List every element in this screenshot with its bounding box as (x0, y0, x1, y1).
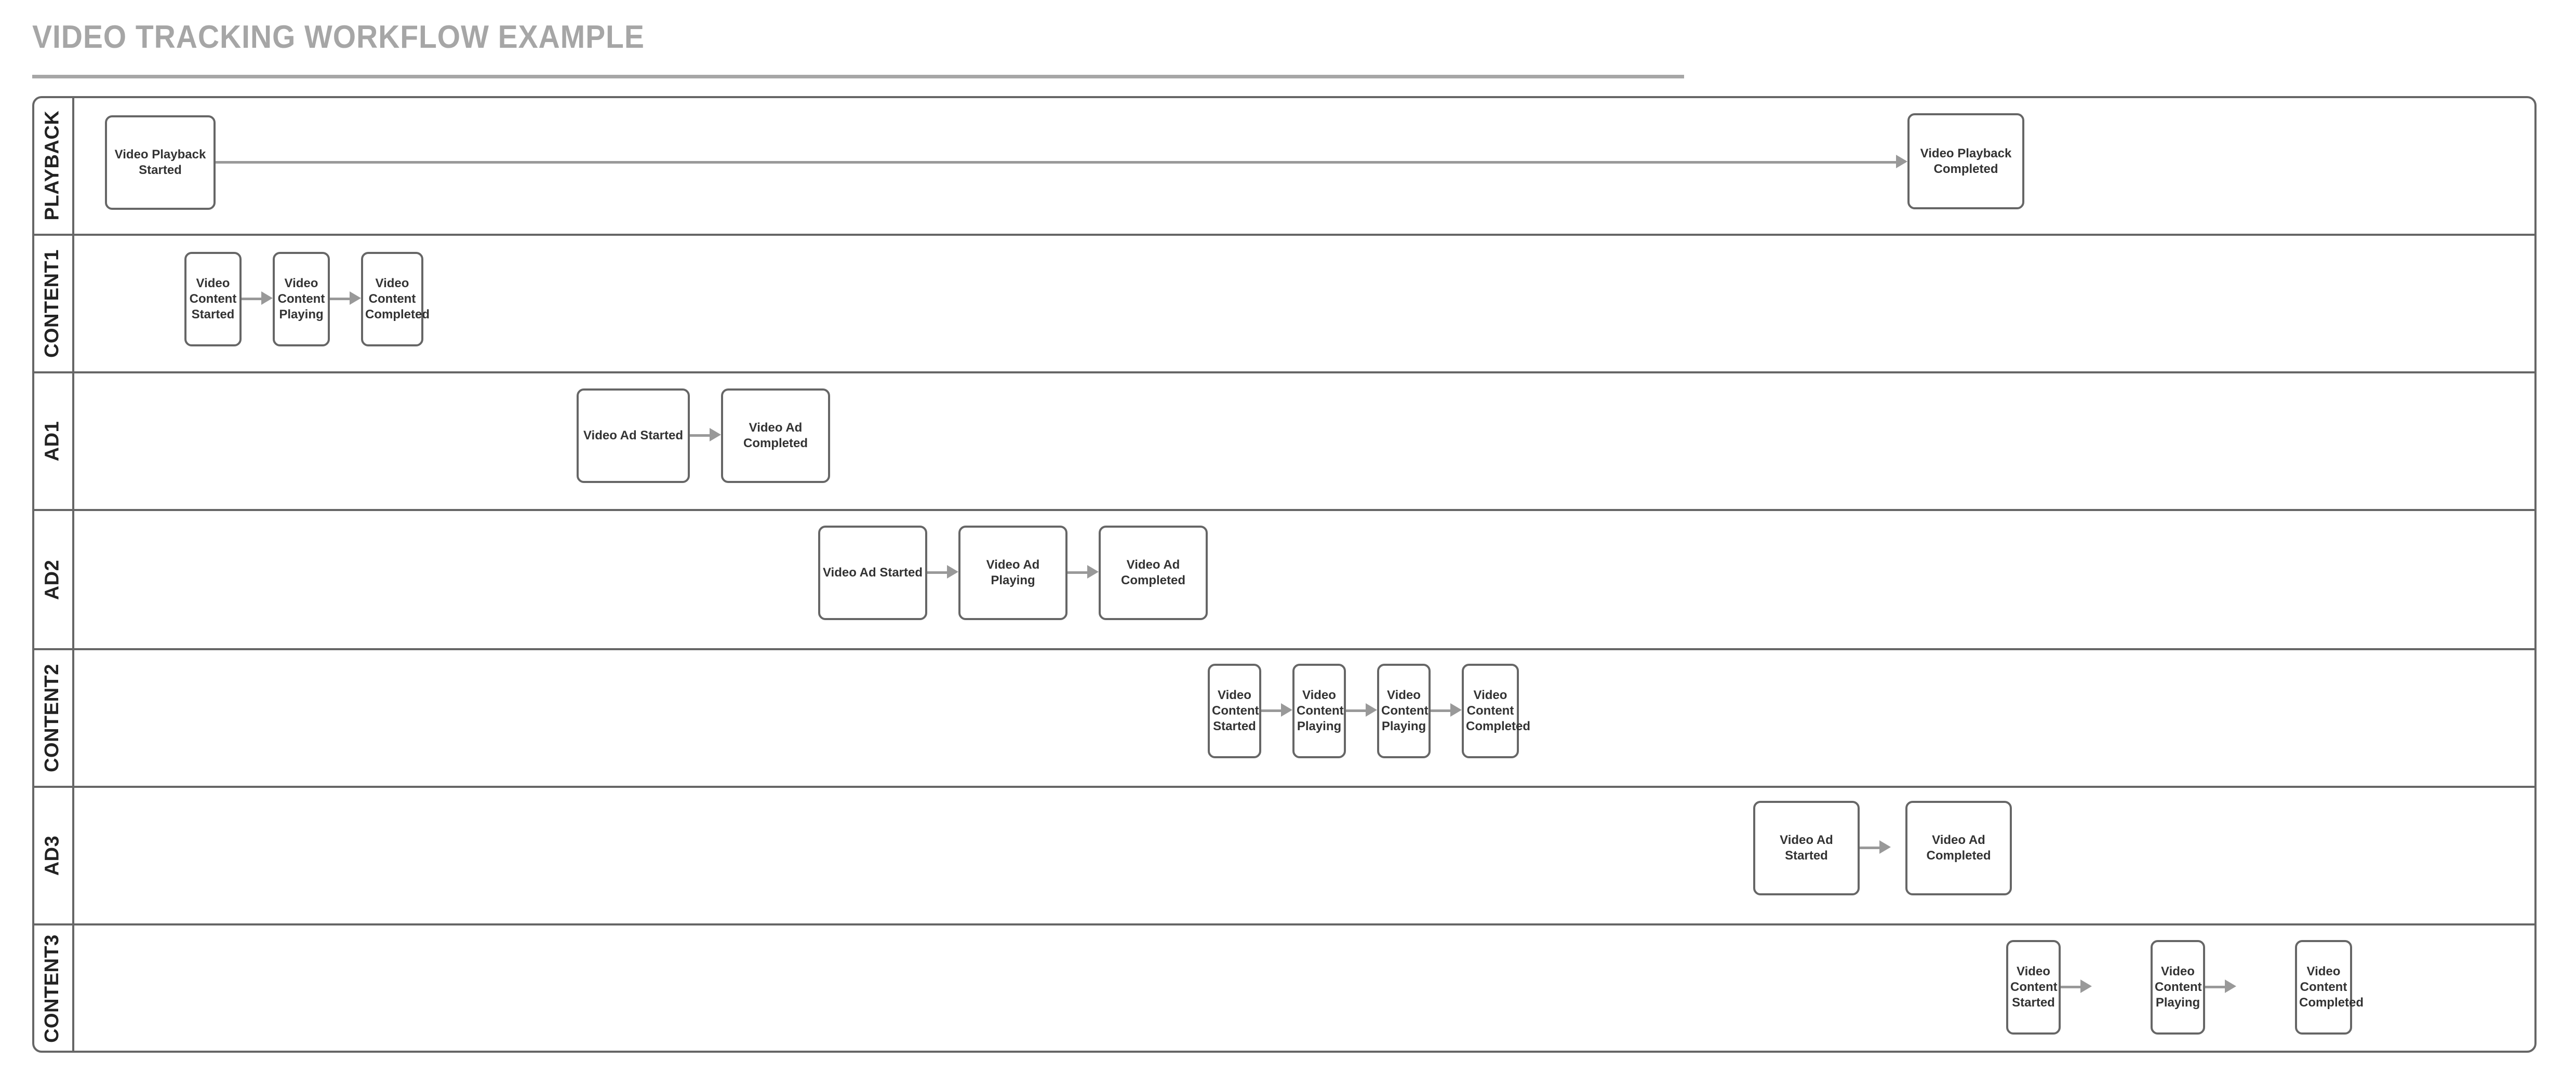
arrowhead-ad2-1 (947, 565, 958, 579)
arrowhead-content2-1 (1281, 703, 1292, 717)
lane-divider-2 (32, 371, 2537, 373)
arrowhead-content3-1 (2080, 979, 2092, 993)
lane-label-playback-text: PLAYBACK (41, 110, 63, 221)
arrowhead-ad2-2 (1087, 565, 1099, 579)
connector-playback-started-to-completed (216, 161, 1896, 164)
task-label: Video Content Completed (365, 276, 430, 321)
task-label: Video Ad Completed (1120, 558, 1185, 587)
task-ad1-completed[interactable]: Video Ad Completed (721, 388, 830, 483)
task-ad2-playing[interactable]: Video Ad Playing (958, 526, 1067, 620)
connector-ad2-2 (1067, 571, 1087, 574)
lane-divider-5 (32, 786, 2537, 788)
arrowhead-content1-2 (350, 291, 361, 305)
task-label: Video Content Started (189, 276, 237, 321)
task-content1-playing[interactable]: Video Content Playing (273, 252, 330, 346)
lane-label-column-divider (72, 96, 74, 1053)
task-ad2-started[interactable]: Video Ad Started (818, 526, 927, 620)
connector-content3-2 (2205, 986, 2225, 988)
title-underline (32, 75, 1684, 78)
lane-label-ad2-text: AD2 (41, 559, 63, 600)
task-label: Video Ad Started (1780, 833, 1833, 863)
lane-divider-3 (32, 509, 2537, 511)
task-video-playback-started[interactable]: Video Playback Started (105, 115, 216, 210)
lane-label-content2-text: CONTENT2 (41, 664, 63, 772)
connector-content2-3 (1431, 709, 1450, 712)
task-content3-completed[interactable]: Video Content Completed (2295, 940, 2364, 1035)
arrowhead-content2-2 (1366, 703, 1377, 717)
connector-content2-2 (1346, 709, 1366, 712)
lane-label-playback: PLAYBACK (32, 96, 72, 235)
task-label: Video Ad Completed (743, 421, 808, 450)
arrowhead-ad3-1 (1879, 840, 1891, 854)
task-ad2-completed[interactable]: Video Ad Completed (1099, 526, 1208, 620)
task-label: Video Content Playing (277, 276, 325, 321)
task-label: Video Ad Completed (1926, 833, 1991, 863)
page-title: VIDEO TRACKING WORKFLOW EXAMPLE (32, 19, 645, 55)
task-content2-playing-1[interactable]: Video Content Playing (1292, 664, 1346, 758)
task-content3-started[interactable]: Video Content Started (2006, 940, 2061, 1035)
task-ad3-started[interactable]: Video Ad Started (1753, 801, 1860, 895)
lane-label-content1-text: CONTENT1 (41, 249, 63, 358)
arrowhead-ad1-1 (710, 428, 721, 441)
connector-ad1-1 (690, 434, 710, 437)
lane-label-ad3-text: AD3 (41, 835, 63, 876)
connector-content1-1 (242, 298, 261, 300)
arrowhead-content3-2 (2225, 979, 2236, 993)
task-label: Video Ad Playing (986, 558, 1040, 587)
lane-divider-4 (32, 648, 2537, 650)
task-content3-playing[interactable]: Video Content Playing (2151, 940, 2205, 1035)
task-content2-started[interactable]: Video Content Started (1208, 664, 1261, 758)
lane-label-ad2: AD2 (32, 510, 72, 649)
connector-content1-2 (330, 298, 350, 300)
lane-label-content3: CONTENT3 (32, 924, 72, 1053)
connector-content2-1 (1261, 709, 1281, 712)
arrowhead-content1-1 (261, 291, 273, 305)
lane-label-content2: CONTENT2 (32, 649, 72, 787)
lane-label-ad1-text: AD1 (41, 421, 63, 462)
task-label: Video Content Started (1212, 688, 1259, 733)
lane-divider-6 (32, 923, 2537, 925)
task-content1-completed[interactable]: Video Content Completed (361, 252, 430, 346)
connector-ad3-1 (1860, 847, 1879, 849)
task-content2-playing-2[interactable]: Video Content Playing (1377, 664, 1431, 758)
lane-label-content3-text: CONTENT3 (41, 934, 63, 1043)
task-label: Video Ad Started (822, 566, 923, 580)
task-content1-started[interactable]: Video Content Started (184, 252, 242, 346)
task-label: Video Playback Started (114, 147, 206, 177)
swimlane-pool (32, 96, 2537, 1053)
lane-label-ad3: AD3 (32, 787, 72, 924)
task-label: Video Ad Started (583, 428, 684, 442)
task-label: Video Content Playing (1297, 688, 1344, 733)
task-label: Video Content Playing (1381, 688, 1429, 733)
lane-divider-1 (32, 234, 2537, 236)
task-content2-completed[interactable]: Video Content Completed (1462, 664, 1531, 758)
arrowhead-content2-3 (1450, 703, 1462, 717)
task-label: Video Content Completed (2299, 964, 2364, 1010)
lane-label-content1: CONTENT1 (32, 235, 72, 372)
lane-label-ad1: AD1 (32, 372, 72, 510)
connector-ad2-1 (927, 571, 947, 574)
task-ad3-completed[interactable]: Video Ad Completed (1905, 801, 2012, 895)
connector-content3-1 (2061, 986, 2080, 988)
task-video-playback-completed[interactable]: Video Playback Completed (1907, 113, 2024, 209)
arrowhead-playback (1896, 155, 1907, 168)
task-label: Video Content Started (2010, 964, 2058, 1010)
task-label: Video Playback Completed (1920, 146, 2012, 176)
task-label: Video Content Completed (1466, 688, 1531, 733)
task-label: Video Content Playing (2155, 964, 2202, 1010)
task-ad1-started[interactable]: Video Ad Started (577, 388, 690, 483)
